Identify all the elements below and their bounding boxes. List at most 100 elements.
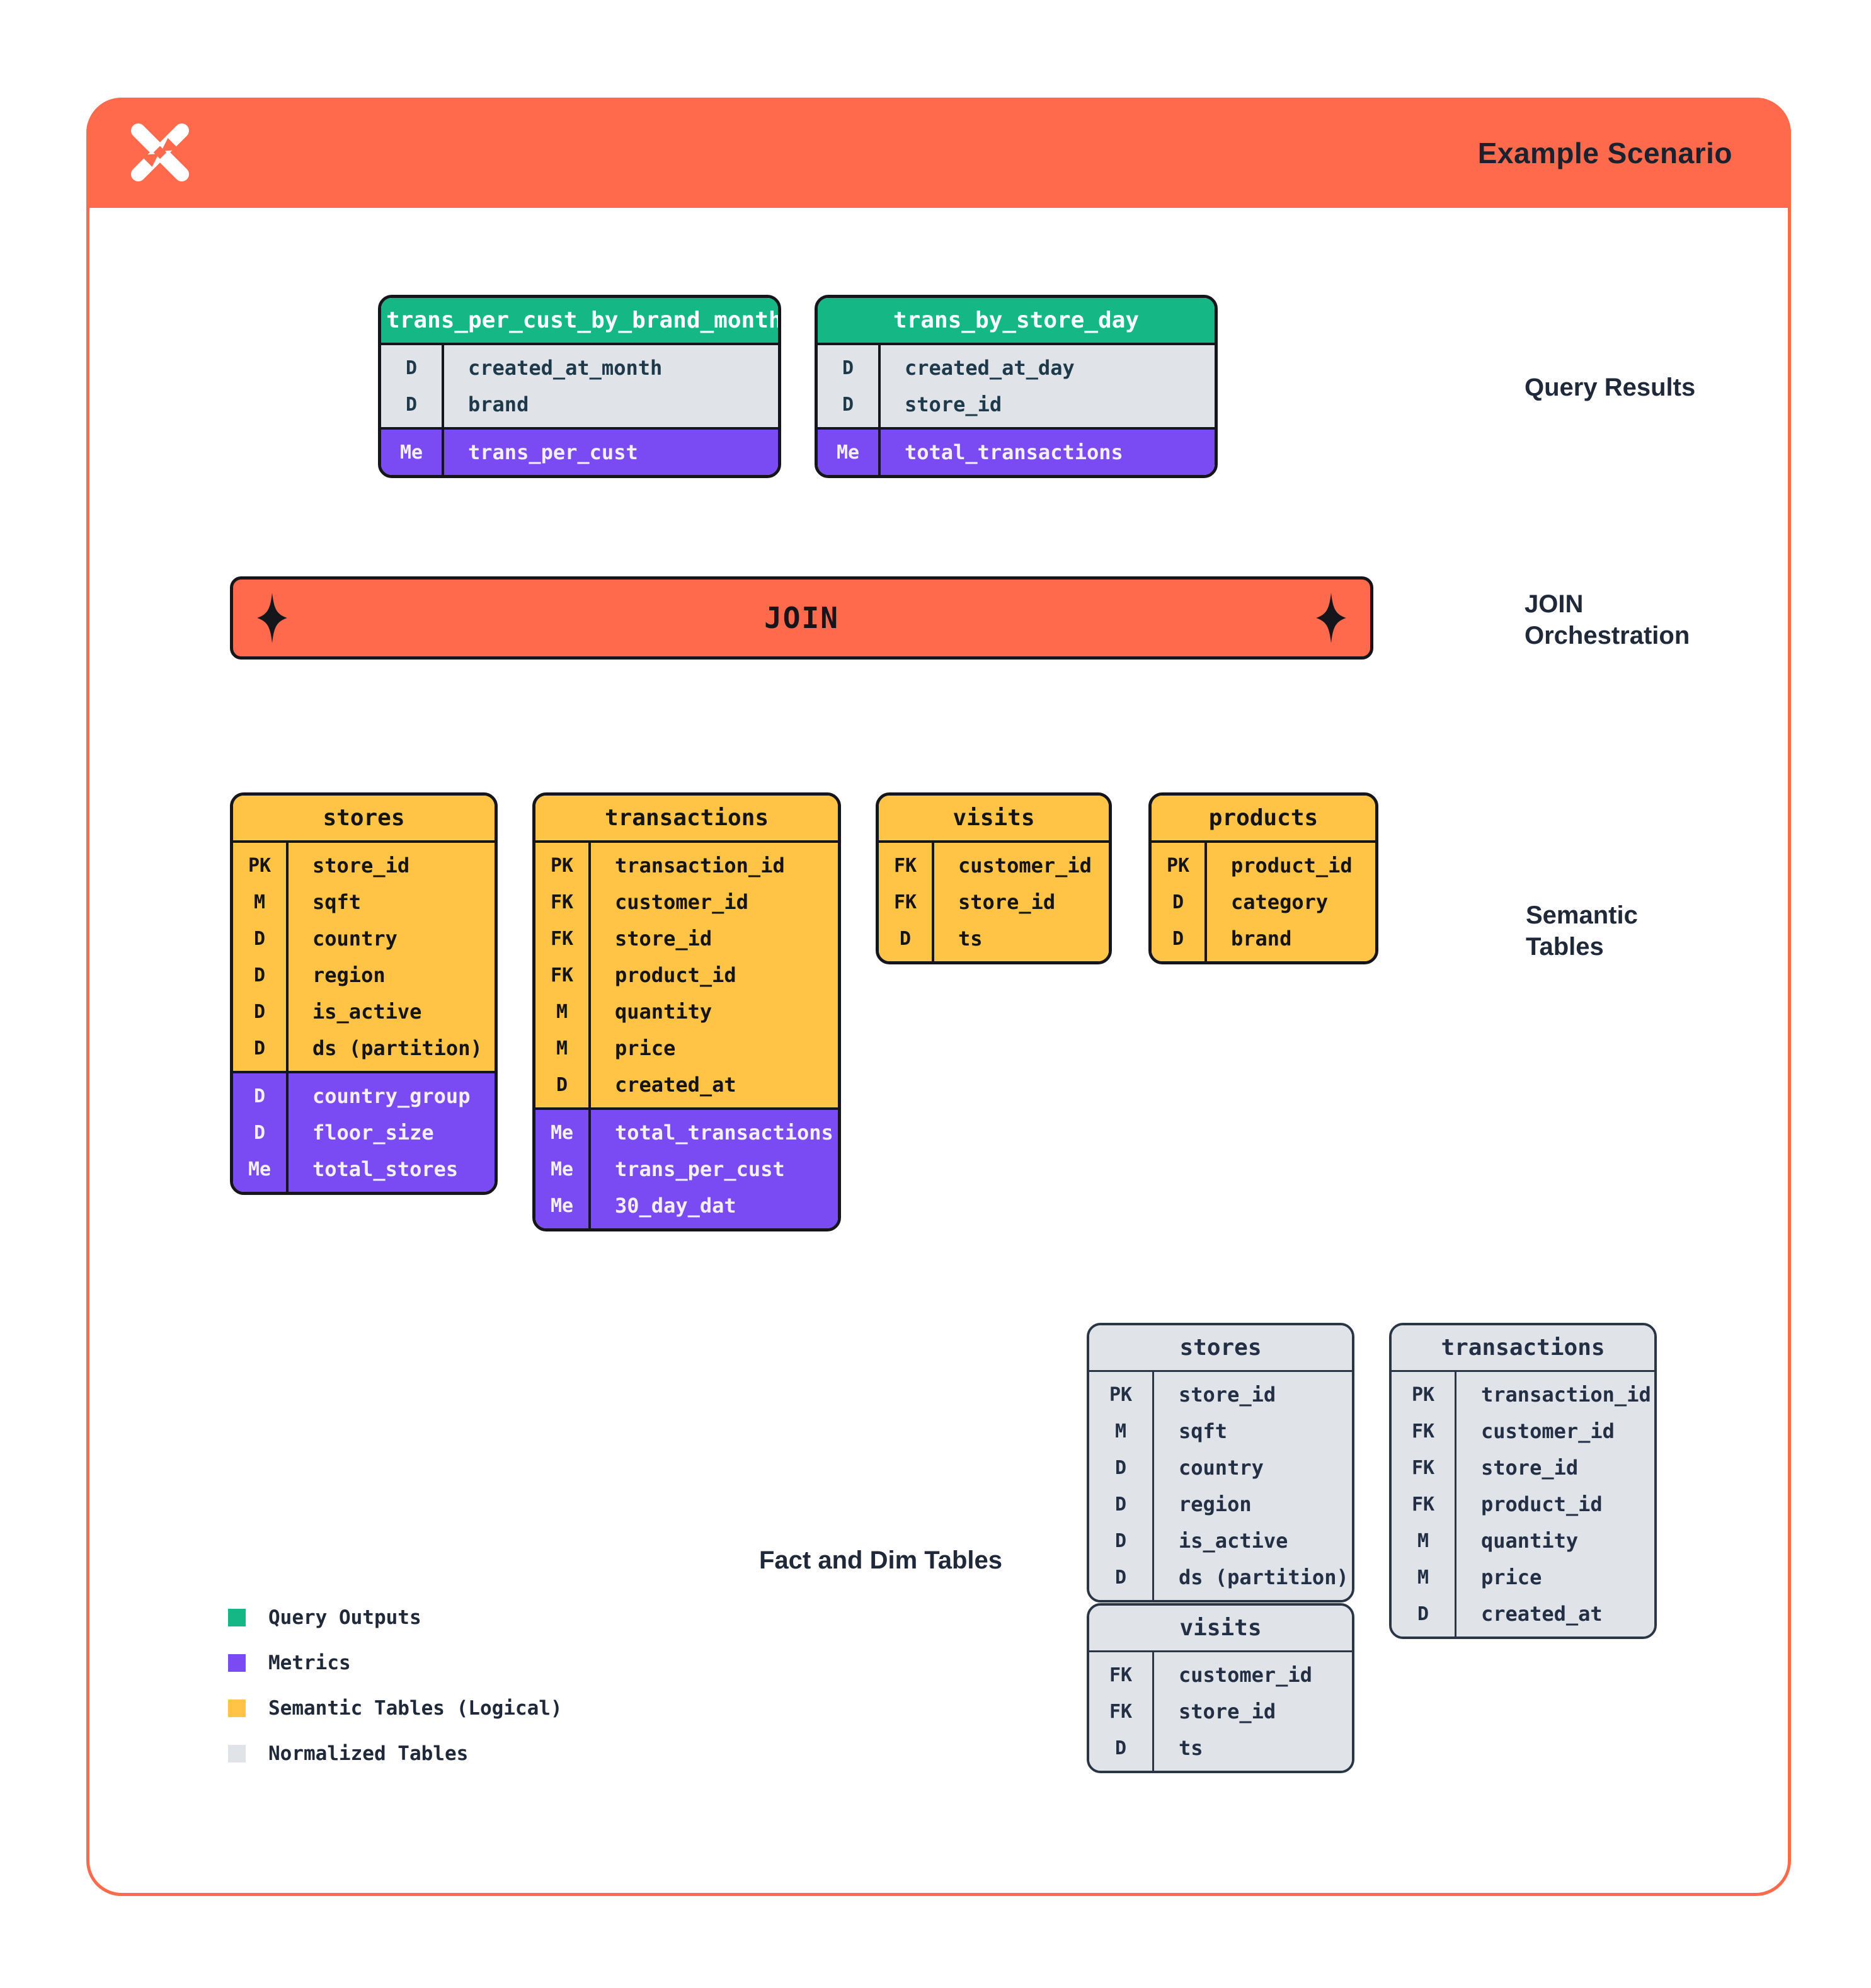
legend-label: Query Outputs <box>268 1606 421 1629</box>
field-name: floor_size <box>312 1121 434 1145</box>
field-name: quantity <box>615 1000 712 1024</box>
key-badge: FK <box>1411 1493 1435 1516</box>
key-badge: FK <box>550 891 574 913</box>
legend-item: Semantic Tables (Logical) <box>228 1686 563 1731</box>
key-badge: M <box>556 1037 568 1060</box>
table-title: stores <box>233 796 495 843</box>
legend-label: Metrics <box>268 1652 351 1674</box>
key-badge: D <box>1114 1493 1127 1516</box>
label-fact-and-dim-tables: Fact and Dim Tables <box>759 1546 1003 1574</box>
legend-item: Query Outputs <box>228 1595 563 1640</box>
field-name: customer_id <box>615 890 748 914</box>
table-row: FK customer_id <box>1089 1657 1352 1693</box>
key-badge: FK <box>1411 1420 1435 1442</box>
legend-item: Normalized Tables <box>228 1731 563 1776</box>
field-name: is_active <box>1179 1529 1288 1553</box>
key-badge: D <box>253 1000 266 1023</box>
key-badge: Me <box>550 1158 574 1180</box>
key-badge: FK <box>893 891 917 913</box>
legend-swatch <box>228 1745 246 1762</box>
key-badge: FK <box>550 964 574 986</box>
field-name: created_at <box>615 1073 736 1097</box>
field-name: region <box>1179 1492 1252 1516</box>
field-name: store_id <box>958 890 1056 914</box>
key-badge: D <box>899 927 912 950</box>
key-badge: PK <box>1109 1383 1133 1406</box>
key-badge: D <box>253 1121 266 1144</box>
field-name: customer_id <box>1179 1663 1312 1687</box>
key-badge: Me <box>836 441 860 464</box>
key-badge: PK <box>248 854 272 877</box>
key-badge: M <box>556 1000 568 1023</box>
key-badge: M <box>253 891 266 913</box>
table-row: FK customer_id <box>535 884 838 920</box>
key-badge: FK <box>1109 1664 1133 1686</box>
table-title: products <box>1152 796 1375 843</box>
key-badge: D <box>405 357 418 379</box>
table-row: Me trans_per_cust <box>535 1151 838 1187</box>
legend-label: Semantic Tables (Logical) <box>268 1697 563 1720</box>
key-badge: D <box>253 1085 266 1107</box>
table-row: FK store_id <box>879 884 1109 920</box>
field-name: trans_per_cust <box>615 1157 785 1181</box>
legend-label: Normalized Tables <box>268 1742 469 1765</box>
key-badge: M <box>1114 1420 1127 1442</box>
field-name: category <box>1231 890 1329 914</box>
field-name: created_at <box>1481 1602 1603 1626</box>
table-title: visits <box>879 796 1109 843</box>
key-badge: D <box>1114 1737 1127 1759</box>
label-join-orchestration: JOIN Orchestration <box>1525 590 1690 649</box>
field-name: region <box>312 963 386 987</box>
table-title: trans_per_cust_by_brand_month <box>381 298 778 345</box>
field-name: transaction_id <box>1481 1383 1651 1407</box>
key-badge: D <box>842 393 854 416</box>
key-badge: PK <box>1166 854 1190 877</box>
key-badge: D <box>1114 1529 1127 1552</box>
field-name: store_id <box>905 392 1002 416</box>
key-badge: FK <box>1109 1700 1133 1723</box>
key-badge: Me <box>550 1121 574 1144</box>
field-name: ds (partition) <box>1179 1565 1349 1589</box>
field-name: total_stores <box>312 1157 459 1181</box>
field-name: ts <box>958 927 983 951</box>
field-name: customer_id <box>1481 1419 1615 1443</box>
legend-swatch <box>228 1654 246 1672</box>
